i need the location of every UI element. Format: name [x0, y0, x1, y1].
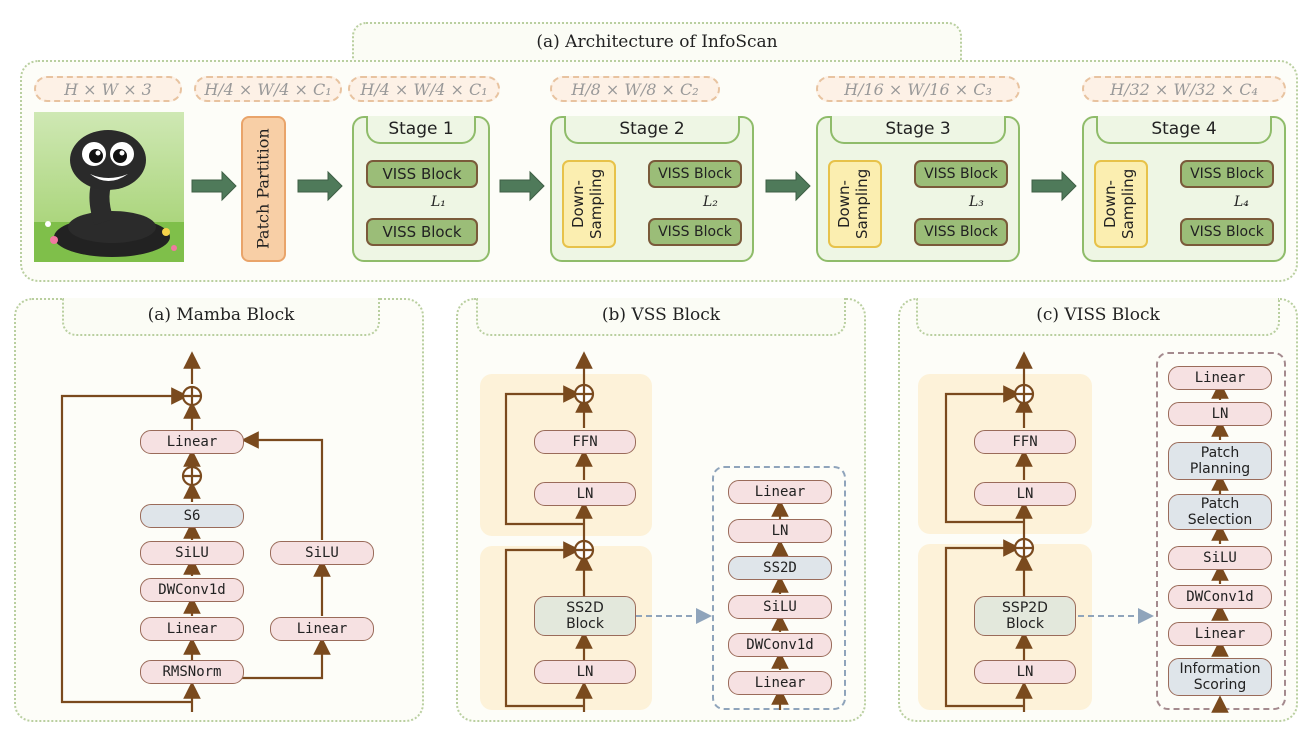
vss-ln-bottom: LN	[534, 660, 636, 684]
vss-ln-top: LN	[534, 482, 636, 506]
green-arrow-icon	[499, 170, 545, 202]
architecture-title: (a) Architecture of InfoScan	[536, 32, 778, 52]
viss-title: (c) VISS Block	[1036, 305, 1160, 325]
vss-title: (b) VSS Block	[601, 305, 721, 325]
mamba-title-tab: (a) Mamba Block	[62, 298, 380, 336]
viss-detail-linear-bottom: Linear	[1168, 622, 1272, 646]
mamba-s6: S6	[140, 504, 244, 528]
stage-4-viss-top: VISS Block	[1180, 160, 1274, 188]
mamba-dwconv: DWConv1d	[140, 578, 244, 602]
stage-3-viss-top: VISS Block	[914, 160, 1008, 188]
stage-1-viss-top: VISS Block	[366, 160, 478, 188]
mamba-silu-right: SiLU	[270, 541, 374, 565]
stage-3-repeat: L₃	[969, 194, 984, 210]
mamba-silu-left: SiLU	[140, 541, 244, 565]
viss-ssp2d-block: SSP2D Block	[974, 596, 1076, 636]
mamba-linear-right: Linear	[270, 617, 374, 641]
viss-ln-top: LN	[974, 482, 1076, 506]
architecture-title-tab: (a) Architecture of InfoScan	[352, 22, 962, 62]
vss-detail-linear-top: Linear	[728, 480, 832, 504]
vss-detail-ss2d: SS2D	[728, 556, 832, 580]
viss-ln-bottom: LN	[974, 660, 1076, 684]
green-arrow-icon	[297, 170, 343, 202]
vss-detail-ln: LN	[728, 519, 832, 543]
stage-1-viss-bottom: VISS Block	[366, 218, 478, 246]
vss-detail-dwconv: DWConv1d	[728, 633, 832, 657]
viss-detail-information-scoring: Information Scoring	[1168, 658, 1272, 696]
stage-4-repeat: L₄	[1234, 194, 1249, 210]
mamba-rmsnorm: RMSNorm	[140, 660, 244, 684]
viss-title-tab: (c) VISS Block	[916, 298, 1280, 336]
stage-2-title: Stage 2	[564, 116, 740, 144]
stage-2-viss-top: VISS Block	[648, 160, 742, 188]
viss-detail-linear-top: Linear	[1168, 366, 1272, 390]
dim-stage3: H/16 × W/16 × C₃	[816, 76, 1020, 102]
stage-3-viss-bottom: VISS Block	[914, 218, 1008, 246]
dim-stage1: H/4 × W/4 × C₁	[348, 76, 500, 102]
dim-stage2: H/8 × W/8 × C₂	[550, 76, 720, 102]
dim-patch: H/4 × W/4 × C₁	[194, 76, 342, 102]
green-arrow-icon	[765, 170, 811, 202]
stage-4-viss-bottom: VISS Block	[1180, 218, 1274, 246]
viss-detail-silu: SiLU	[1168, 546, 1272, 570]
viss-detail-dwconv: DWConv1d	[1168, 585, 1272, 609]
viss-detail-patch-planning: Patch Planning	[1168, 442, 1272, 480]
viss-detail-patch-selection: Patch Selection	[1168, 494, 1272, 530]
stage-1-repeat: L₁	[431, 194, 446, 210]
mamba-linear-left: Linear	[140, 617, 244, 641]
stage-4-title: Stage 4	[1096, 116, 1272, 144]
viss-detail-ln: LN	[1168, 402, 1272, 426]
input-image	[34, 112, 184, 262]
mamba-linear-top: Linear	[140, 430, 244, 454]
stage-1-title: Stage 1	[366, 116, 476, 144]
stage-3-title: Stage 3	[830, 116, 1006, 144]
dim-input: H × W × 3	[34, 76, 182, 102]
viss-ffn: FFN	[974, 430, 1076, 454]
green-arrow-icon	[1031, 170, 1077, 202]
vss-detail-silu: SiLU	[728, 595, 832, 619]
vss-ss2d-block: SS2D Block	[534, 596, 636, 636]
dim-stage4: H/32 × W/32 × C₄	[1082, 76, 1286, 102]
mamba-title: (a) Mamba Block	[147, 305, 295, 325]
vss-title-tab: (b) VSS Block	[476, 298, 846, 336]
green-arrow-icon	[191, 170, 237, 202]
vss-ffn: FFN	[534, 430, 636, 454]
stage-2-viss-bottom: VISS Block	[648, 218, 742, 246]
vss-detail-linear-bottom: Linear	[728, 671, 832, 695]
stage-2-repeat: L₂	[703, 194, 718, 210]
